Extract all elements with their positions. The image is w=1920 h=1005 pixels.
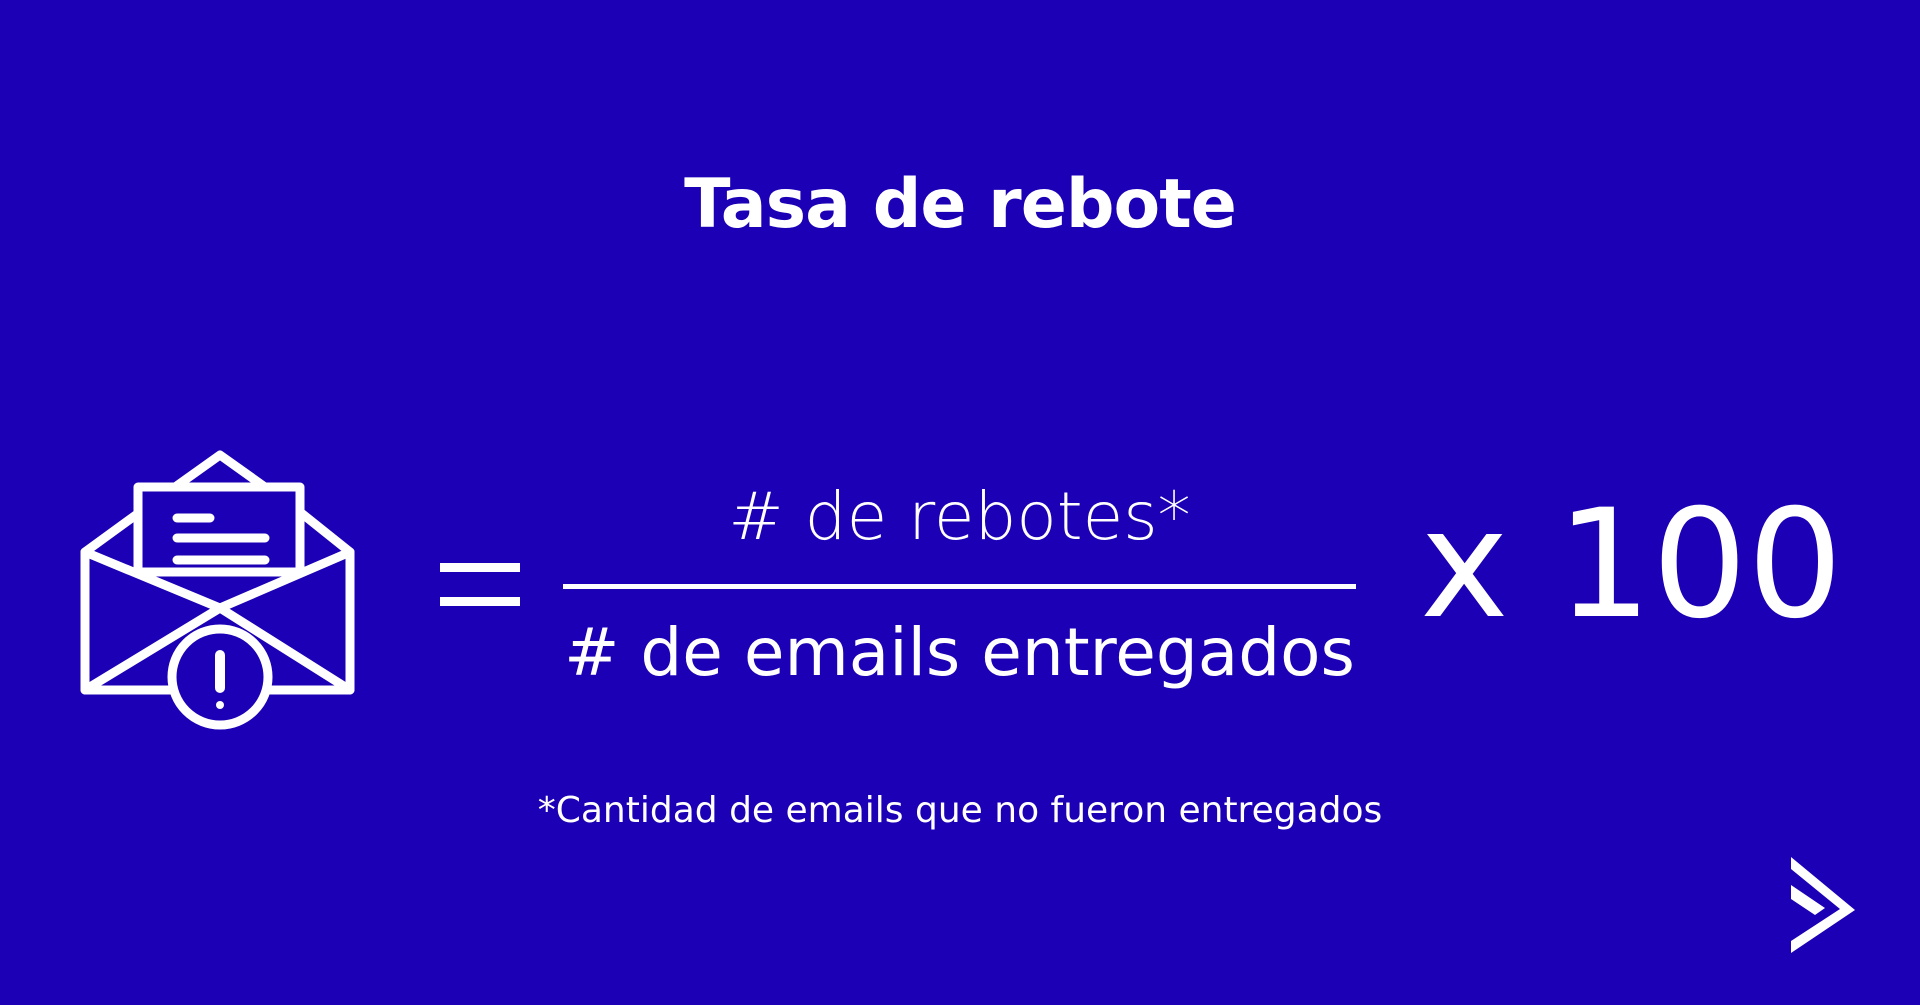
formula-multiplier: x 100 — [1420, 478, 1843, 652]
footnote: *Cantidad de emails que no fueron entreg… — [537, 790, 1383, 831]
page-title: Tasa de rebote — [684, 165, 1237, 244]
formula-numerator: # de rebotes* — [728, 478, 1191, 555]
brand-chevron-logo — [1791, 857, 1855, 953]
formula-denominator: # de emails entregados — [564, 614, 1355, 691]
envelope-warning-icon — [80, 450, 355, 730]
fraction-line — [563, 584, 1356, 589]
equals-sign — [440, 563, 520, 606]
